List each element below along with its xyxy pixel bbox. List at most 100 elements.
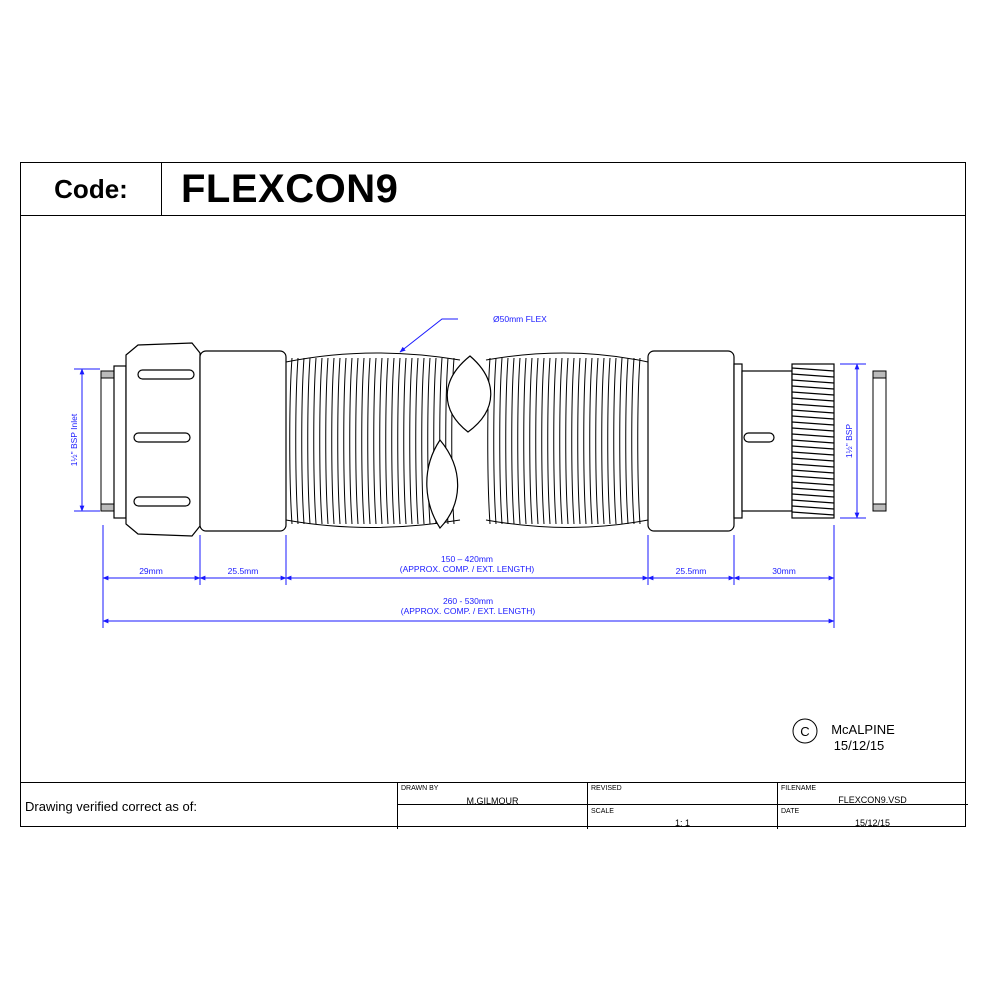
break-symbol bbox=[426, 355, 492, 529]
hose-rib bbox=[547, 357, 551, 525]
flex-hose-right bbox=[485, 352, 649, 528]
dim-outlet-length: 30mm bbox=[772, 566, 796, 576]
thread-line bbox=[791, 475, 835, 480]
thread-line bbox=[791, 409, 835, 414]
hose-rib bbox=[517, 357, 521, 525]
thread-line bbox=[791, 415, 835, 420]
hose-rib bbox=[541, 357, 545, 525]
hose-rib bbox=[601, 357, 605, 525]
outlet-bsp-label: 1½" BSP bbox=[844, 424, 854, 459]
filename-value: FLEXCON9.VSD bbox=[838, 795, 907, 805]
hose-rib bbox=[355, 357, 359, 525]
hose-rib bbox=[325, 357, 329, 525]
thread-line bbox=[791, 403, 835, 408]
drawn-by-label: DRAWN BY bbox=[401, 785, 439, 792]
hose-rib bbox=[385, 357, 389, 525]
hose-rib bbox=[421, 357, 425, 525]
hose-rib bbox=[523, 357, 527, 525]
hose-rib bbox=[553, 357, 557, 525]
hose-rib bbox=[415, 357, 419, 525]
product-code: FLEXCON9 bbox=[181, 166, 399, 211]
title-block-footer: Drawing verified correct as of: DRAWN BY… bbox=[21, 782, 968, 829]
inlet-nut bbox=[113, 342, 201, 537]
hose-rib bbox=[511, 357, 515, 525]
hose-rib bbox=[397, 357, 401, 525]
verified-text: Drawing verified correct as of: bbox=[25, 799, 197, 814]
hose-rib bbox=[349, 357, 353, 525]
thread-line bbox=[791, 385, 835, 390]
dim-flex-range: 150 – 420mm bbox=[441, 554, 493, 564]
hose-rib bbox=[367, 357, 371, 525]
hose-rib bbox=[535, 357, 539, 525]
hose-rib bbox=[307, 357, 311, 525]
left-cuff bbox=[199, 350, 287, 532]
dim-total-note: (APPROX. COMP. / EXT. LENGTH) bbox=[401, 606, 536, 616]
hose-rib bbox=[301, 357, 305, 525]
thread-line bbox=[791, 469, 835, 474]
hose-rib bbox=[409, 357, 413, 525]
code-label: Code: bbox=[21, 163, 162, 215]
hose-rib bbox=[295, 357, 299, 525]
thread-line bbox=[791, 451, 835, 456]
hose-rib bbox=[289, 357, 293, 525]
hose-rib bbox=[577, 357, 581, 525]
drawn-by-value: M.GILMOUR bbox=[466, 796, 519, 806]
hose-rib bbox=[619, 357, 623, 525]
flex-label: Ø50mm FLEX bbox=[493, 314, 547, 324]
cell-divider bbox=[588, 804, 778, 805]
thread-line bbox=[791, 397, 835, 402]
thread-line bbox=[791, 367, 835, 372]
right-washer bbox=[872, 370, 887, 512]
dimension-lines bbox=[74, 318, 866, 628]
right-cuff bbox=[647, 350, 735, 532]
thread-line bbox=[791, 373, 835, 378]
hose-rib bbox=[589, 357, 593, 525]
date-label: DATE bbox=[781, 808, 800, 815]
hose-rib bbox=[595, 357, 599, 525]
dim-nut-length: 29mm bbox=[139, 566, 163, 576]
hose-rib bbox=[625, 357, 629, 525]
cell-divider bbox=[778, 804, 968, 805]
drawing-sheet: Code: FLEXCON9 Drawing verified correct … bbox=[20, 162, 968, 829]
thread-line bbox=[791, 463, 835, 468]
hose-rib bbox=[607, 357, 611, 525]
thread-line bbox=[791, 511, 835, 516]
hose-rib bbox=[559, 357, 563, 525]
hose-rib bbox=[637, 357, 641, 525]
drawing-date: 15/12/15 bbox=[834, 738, 885, 753]
hose-rib bbox=[613, 357, 617, 525]
thread-line bbox=[791, 481, 835, 486]
hose-rib bbox=[487, 357, 491, 525]
cell-divider bbox=[398, 804, 588, 805]
scale-label: SCALE bbox=[591, 808, 614, 815]
hose-rib bbox=[583, 357, 587, 525]
copyright-icon bbox=[792, 718, 818, 744]
thread-line bbox=[791, 499, 835, 504]
company-name: McALPINE bbox=[831, 722, 895, 737]
thread-line bbox=[791, 421, 835, 426]
hose-rib bbox=[373, 357, 377, 525]
hose-rib bbox=[505, 357, 509, 525]
thread-line bbox=[791, 505, 835, 510]
filename-label: FILENAME bbox=[781, 785, 817, 792]
thread-line bbox=[791, 445, 835, 450]
hose-rib bbox=[499, 357, 503, 525]
thread-line bbox=[791, 379, 835, 384]
thread-line bbox=[791, 487, 835, 492]
hose-rib bbox=[493, 357, 497, 525]
thread-line bbox=[791, 439, 835, 444]
hose-rib bbox=[331, 357, 335, 525]
hose-rib bbox=[529, 357, 533, 525]
thread-line bbox=[791, 457, 835, 462]
thread-line bbox=[791, 493, 835, 498]
left-washer bbox=[100, 370, 115, 512]
title-block-header: Code: FLEXCON9 bbox=[21, 163, 965, 216]
hose-rib bbox=[319, 357, 323, 525]
revised-label: REVISED bbox=[591, 785, 622, 792]
hose-rib bbox=[571, 357, 575, 525]
hose-rib bbox=[403, 357, 407, 525]
thread-line bbox=[791, 391, 835, 396]
hose-rib bbox=[631, 357, 635, 525]
dim-right-cuff: 25.5mm bbox=[676, 566, 707, 576]
